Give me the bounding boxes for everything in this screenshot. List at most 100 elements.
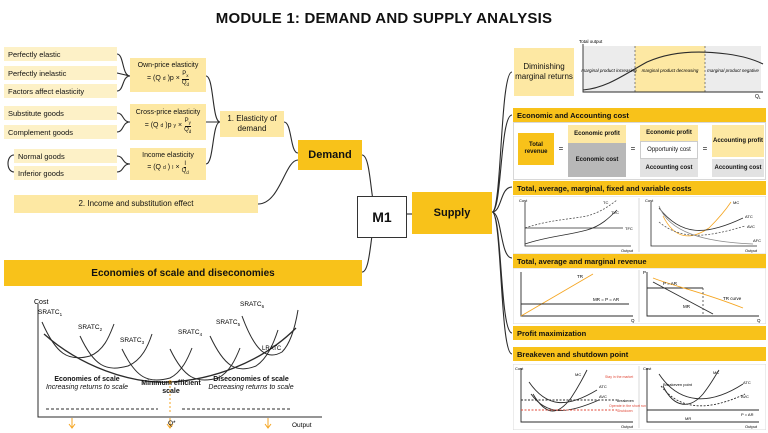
lratc-label: LRATC: [262, 346, 282, 352]
arrow-mid: [166, 418, 174, 429]
be-mc-curve: [532, 369, 588, 412]
mr-left-label: MR = P = AR: [593, 297, 620, 302]
leaf-inferior-goods: Inferior goods: [14, 166, 117, 180]
connector-node-demand: [283, 121, 299, 154]
dos-text: Diseconomies of scale Decreasing returns…: [206, 376, 296, 393]
node-income-substitution: 2. Income and substitution effect: [14, 195, 258, 213]
be-mc-label: MC: [575, 372, 581, 377]
dmr-zone-increasing: [583, 46, 635, 92]
eq-economic-profit-2: Economic profit: [640, 125, 698, 141]
hub-supply: Supply: [412, 192, 492, 234]
eos-cost-label: Cost: [34, 299, 48, 306]
be-shutdown-label: Shutdown: [617, 409, 633, 413]
arrow-left: [68, 418, 76, 429]
be-avc-right: [660, 385, 746, 407]
band-breakeven-shutdown: Breakeven and shutdown point: [513, 347, 766, 361]
page-title: MODULE 1: DEMAND AND SUPPLY ANALYSIS: [215, 10, 553, 27]
cross-price-title: Cross-price elasticity: [135, 109, 201, 117]
be-atc-curve: [528, 381, 598, 403]
income-title: Income elasticity: [142, 152, 194, 160]
atc-curve: [658, 207, 744, 231]
eq-accounting-profit: Accounting profit: [712, 125, 764, 157]
arrow-right: [264, 418, 272, 429]
mr-right-label: MR: [683, 304, 691, 309]
eq-accounting-cost-2: Accounting cost: [712, 159, 764, 177]
eq-total-revenue: Total revenue: [518, 133, 554, 165]
be-breakeven-label: Breakeven: [617, 399, 634, 403]
be-avc-right-label: AVC: [741, 394, 749, 399]
dmr-xlabel: QL: [755, 94, 761, 100]
band-economic-accounting-cost: Economic and Accounting cost: [513, 108, 766, 122]
dmr-zone-label-2: marginal product decreasing: [642, 68, 699, 73]
be-atc-right-label: ATC: [743, 380, 751, 385]
mes-point: [168, 380, 172, 384]
sratc-label-2: SRATC2: [78, 324, 103, 332]
tr-label: TR: [577, 274, 584, 279]
sratc-curve-2: [79, 333, 153, 369]
be-left-xlabel: Output: [621, 424, 634, 429]
axis-cost: [37, 304, 322, 418]
sratc-labels: SRATC1 SRATC2 SRATC3 SRATC4 SRATC5 SRATC…: [38, 301, 265, 345]
ar-label: P = AR: [663, 281, 678, 286]
band-revenue: Total, average and marginal revenue: [513, 254, 766, 268]
revenue-charts: TR MR = P = AR Q P P = AR TR curve MR Q: [513, 268, 766, 324]
qstar-label: Q*: [168, 420, 176, 427]
connector-own-leaves: [116, 53, 131, 92]
eq-economic-profit: Economic profit: [568, 125, 626, 143]
center-node-m1: M1: [357, 196, 407, 238]
tr-curve-label: TR curve: [723, 296, 742, 301]
be-mc-right: [662, 369, 720, 405]
be-atc-label: ATC: [599, 384, 607, 389]
tc-right-axes: [650, 202, 757, 247]
be-stay-label: Stay in the market: [605, 375, 633, 379]
dmr-zone-label-1: marginal product increasing: [581, 68, 637, 73]
band-profit-maximization: Profit maximization: [513, 326, 766, 340]
be-breakeven-point-label: Breakeven point: [663, 382, 693, 387]
dmr-zone-label-3: marginal product negative: [707, 68, 759, 73]
be-operate-label: Operate in the short run: [609, 404, 646, 408]
be-atc-right: [658, 373, 744, 400]
eq-sign-3: =: [702, 143, 708, 153]
rev-right-q: Q: [757, 318, 761, 323]
rev-right-axes: [646, 272, 759, 317]
eos-title: Economies of scale: [54, 376, 120, 383]
connector-income-demand: [257, 159, 299, 205]
costs-charts: Cost Output TC TVC TFC Cost Output MC AT…: [513, 196, 766, 254]
eos-text: Economies of scale Increasing returns to…: [42, 376, 132, 393]
tc-right-xlabel: Output: [745, 248, 758, 253]
mc-curve: [662, 201, 732, 237]
tvc-curve: [524, 209, 618, 245]
avc-label: AVC: [747, 224, 755, 229]
tc-left-axes: [524, 202, 631, 247]
eq-sign-1: =: [558, 143, 564, 153]
dmr-ylabel: Total output: [579, 39, 603, 44]
dmr-zone-negative: [705, 46, 761, 92]
node-diminishing-returns: Diminishing marginal returns: [514, 48, 574, 96]
sratc-curve-6: [241, 309, 299, 356]
sratc-curve-4: [169, 347, 241, 381]
breakeven-charts: Cost Output MC ATC AVC Stay in the marke…: [513, 364, 766, 430]
sratc-label-1: SRATC1: [38, 309, 63, 317]
tvc-label: TVC: [611, 210, 619, 215]
dmr-axes: [582, 44, 763, 93]
dmr-total-output-curve: [582, 51, 764, 91]
connector-elasticity: [205, 75, 221, 165]
leaf-normal-goods: Normal goods: [14, 149, 117, 163]
sratc-label-5: SRATC5: [216, 319, 241, 327]
economies-of-scale-chart: Cost Output Q* LRATC SRATC1 SRATC2 SRATC…: [34, 299, 322, 429]
tc-label: TC: [603, 200, 608, 205]
dos-subtitle: Decreasing returns to scale: [208, 384, 294, 392]
tr-curve: [652, 277, 744, 309]
tc-left-ylabel: Cost: [519, 198, 528, 203]
tc-left-xlabel: Output: [621, 248, 634, 253]
leaf-perfectly-elastic: Perfectly elastic: [4, 47, 117, 61]
mes-text: Minimum efficient scale: [141, 380, 201, 396]
eq-sign-2: =: [630, 143, 636, 153]
sratc-label-4: SRATC4: [178, 329, 203, 337]
panel-economic-accounting: Total revenue = Economic profit Economic…: [513, 122, 766, 180]
tc-curve: [524, 199, 618, 229]
